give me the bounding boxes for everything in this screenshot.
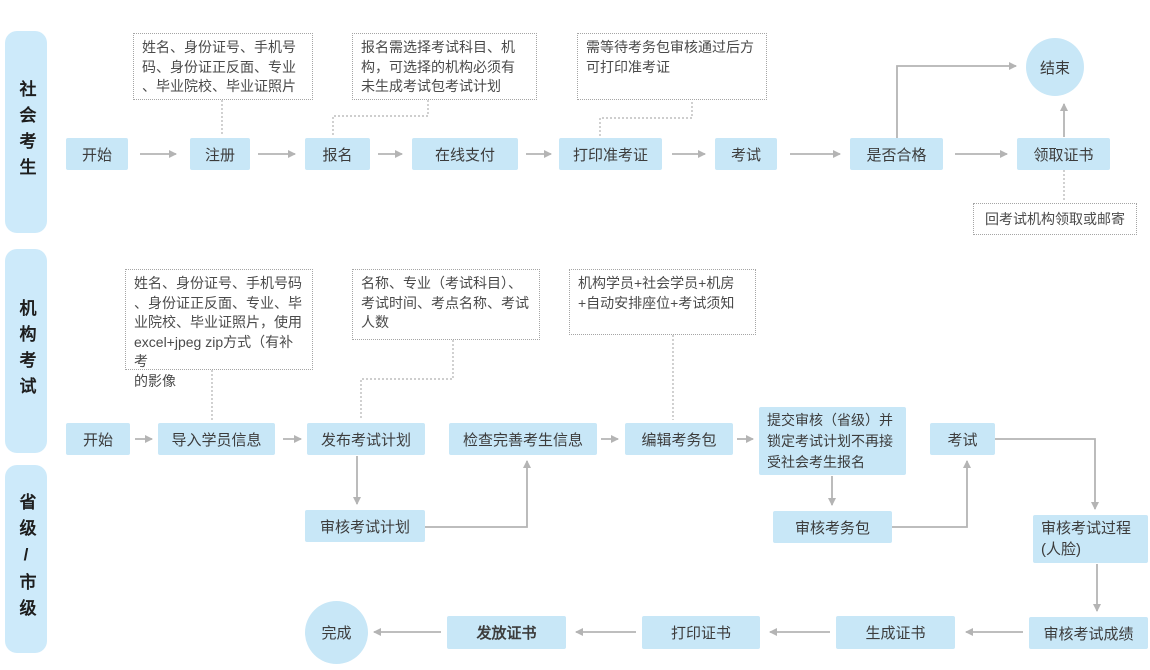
note-import-fields: 姓名、身份证号、手机号码 、身份证正反面、专业、毕 业院校、毕业证照片，使用 e…	[125, 269, 313, 389]
note-cert-delivery: 回考试机构领取或邮寄	[973, 203, 1137, 235]
node-register: 注册	[190, 138, 250, 170]
lane-label: 省级/市级	[16, 493, 36, 625]
node-exam-org: 考试	[930, 423, 995, 455]
lane-label: 机构考试	[16, 299, 36, 403]
node-review-process: 审核考试过程 (人脸)	[1033, 515, 1148, 563]
node-done-circle: 完成	[305, 601, 368, 664]
node-import-students: 导入学员信息	[158, 423, 275, 455]
node-start-social: 开始	[66, 138, 128, 170]
node-review-score: 审核考试成绩	[1029, 617, 1148, 649]
note-signup-rule: 报名需选择考试科目、机 构，可选择的机构必须有 未生成考试包考试计划	[352, 33, 537, 100]
node-exam-social: 考试	[715, 138, 777, 170]
lane-provincial-municipal: 省级/市级	[5, 465, 47, 653]
lane-label: 社会考生	[16, 80, 36, 184]
node-generate-cert: 生成证书	[836, 616, 955, 649]
node-start-org: 开始	[66, 423, 130, 455]
node-edit-pack: 编辑考务包	[625, 423, 733, 455]
node-print-admission: 打印准考证	[559, 138, 662, 170]
note-plan-fields: 名称、专业（考试科目）、 考试时间、考点名称、考试 人数	[352, 269, 540, 340]
note-pack-fields: 机构学员+社会学员+机房 +自动安排座位+考试须知	[569, 269, 756, 335]
lane-social-candidates: 社会考生	[5, 31, 47, 233]
node-print-cert: 打印证书	[642, 616, 760, 649]
node-receive-cert: 领取证书	[1017, 138, 1110, 170]
node-online-payment: 在线支付	[412, 138, 518, 170]
node-end-circle: 结束	[1026, 38, 1084, 96]
node-issue-cert: 发放证书	[447, 616, 566, 649]
node-signup: 报名	[305, 138, 370, 170]
node-publish-plan: 发布考试计划	[307, 423, 425, 455]
note-print-rule: 需等待考务包审核通过后方 可打印准考证	[577, 33, 767, 100]
note-register-fields: 姓名、身份证号、手机号 码、身份证正反面、专业 、毕业院校、毕业证照片	[133, 33, 313, 100]
lane-institution-exam: 机构考试	[5, 249, 47, 453]
node-check-info: 检查完善考生信息	[449, 423, 597, 455]
node-submit-review: 提交审核（省级）并 锁定考试计划不再接 受社会考生报名	[759, 407, 906, 475]
node-pass-or-not: 是否合格	[850, 138, 943, 170]
node-review-plan: 审核考试计划	[305, 510, 425, 542]
node-review-pack: 审核考务包	[773, 511, 892, 543]
